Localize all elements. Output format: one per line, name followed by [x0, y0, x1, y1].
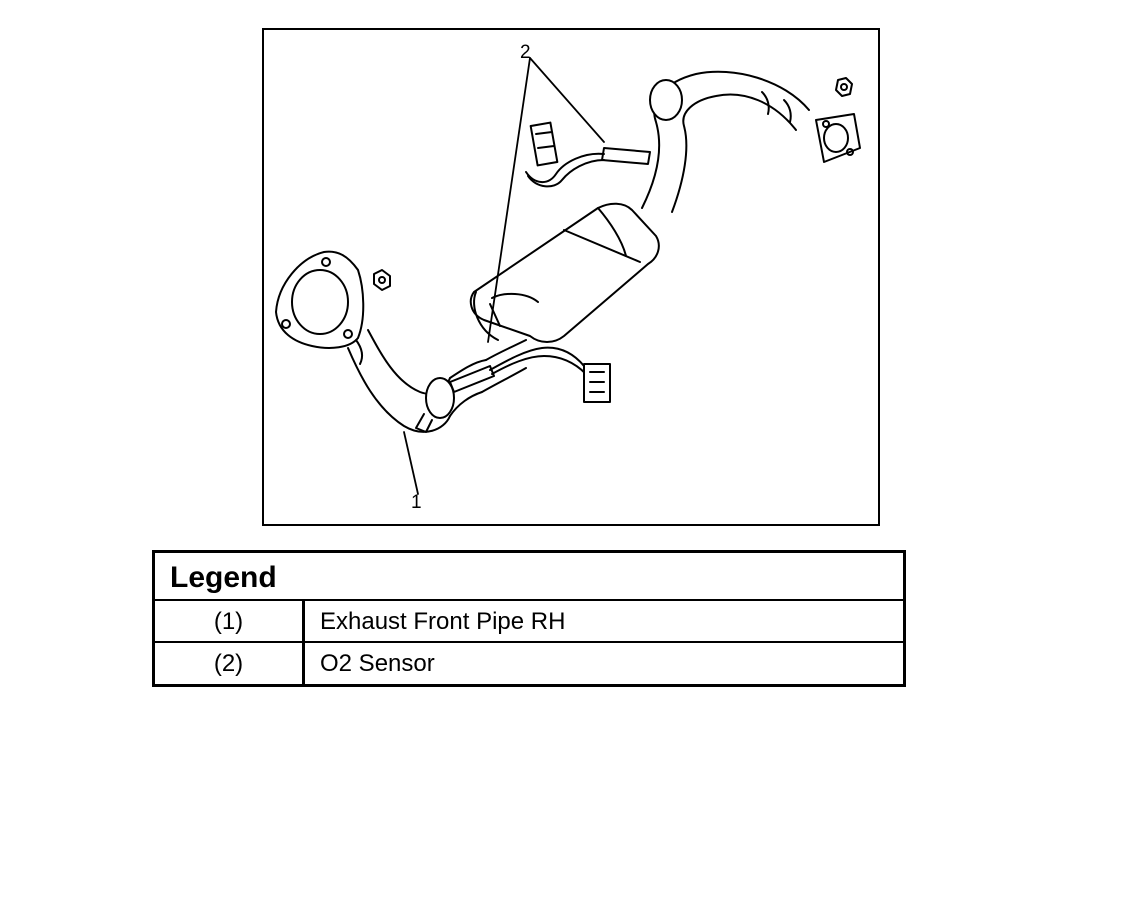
front-o2-sensor-icon	[449, 346, 587, 393]
callout-leader-lines	[403, 57, 605, 495]
callout-2-label: 2	[520, 42, 531, 63]
front-nut-icon	[373, 269, 391, 291]
catalytic-converter-icon	[469, 202, 660, 343]
legend-row: (1) Exhaust Front Pipe RH	[155, 601, 903, 643]
legend-header: Legend	[155, 553, 903, 601]
legend-row-number: (2)	[155, 643, 305, 685]
exhaust-diagram-figure: 2 1	[262, 28, 880, 526]
legend-row-number: (1)	[155, 601, 305, 641]
rear-outlet-pipe-icon	[641, 70, 810, 213]
legend-row: (2) O2 Sensor	[155, 643, 903, 685]
exhaust-diagram-drawing: 2 1	[275, 42, 861, 513]
legend-row-description: Exhaust Front Pipe RH	[320, 608, 566, 635]
rear-nut-icon	[835, 77, 853, 97]
exhaust-front-pipe-icon	[347, 329, 527, 433]
legend-title: Legend	[170, 561, 277, 594]
legend-row-description: O2 Sensor	[320, 650, 435, 677]
front-connector-icon	[583, 363, 611, 403]
rear-connector-icon	[529, 121, 559, 167]
front-flange-icon	[275, 250, 365, 365]
rear-o2-sensor-icon	[525, 147, 651, 188]
legend-table: Legend (1) Exhaust Front Pipe RH (2) O2 …	[152, 550, 906, 687]
callout-1-label: 1	[411, 492, 422, 513]
rear-flange-icon	[815, 113, 861, 163]
